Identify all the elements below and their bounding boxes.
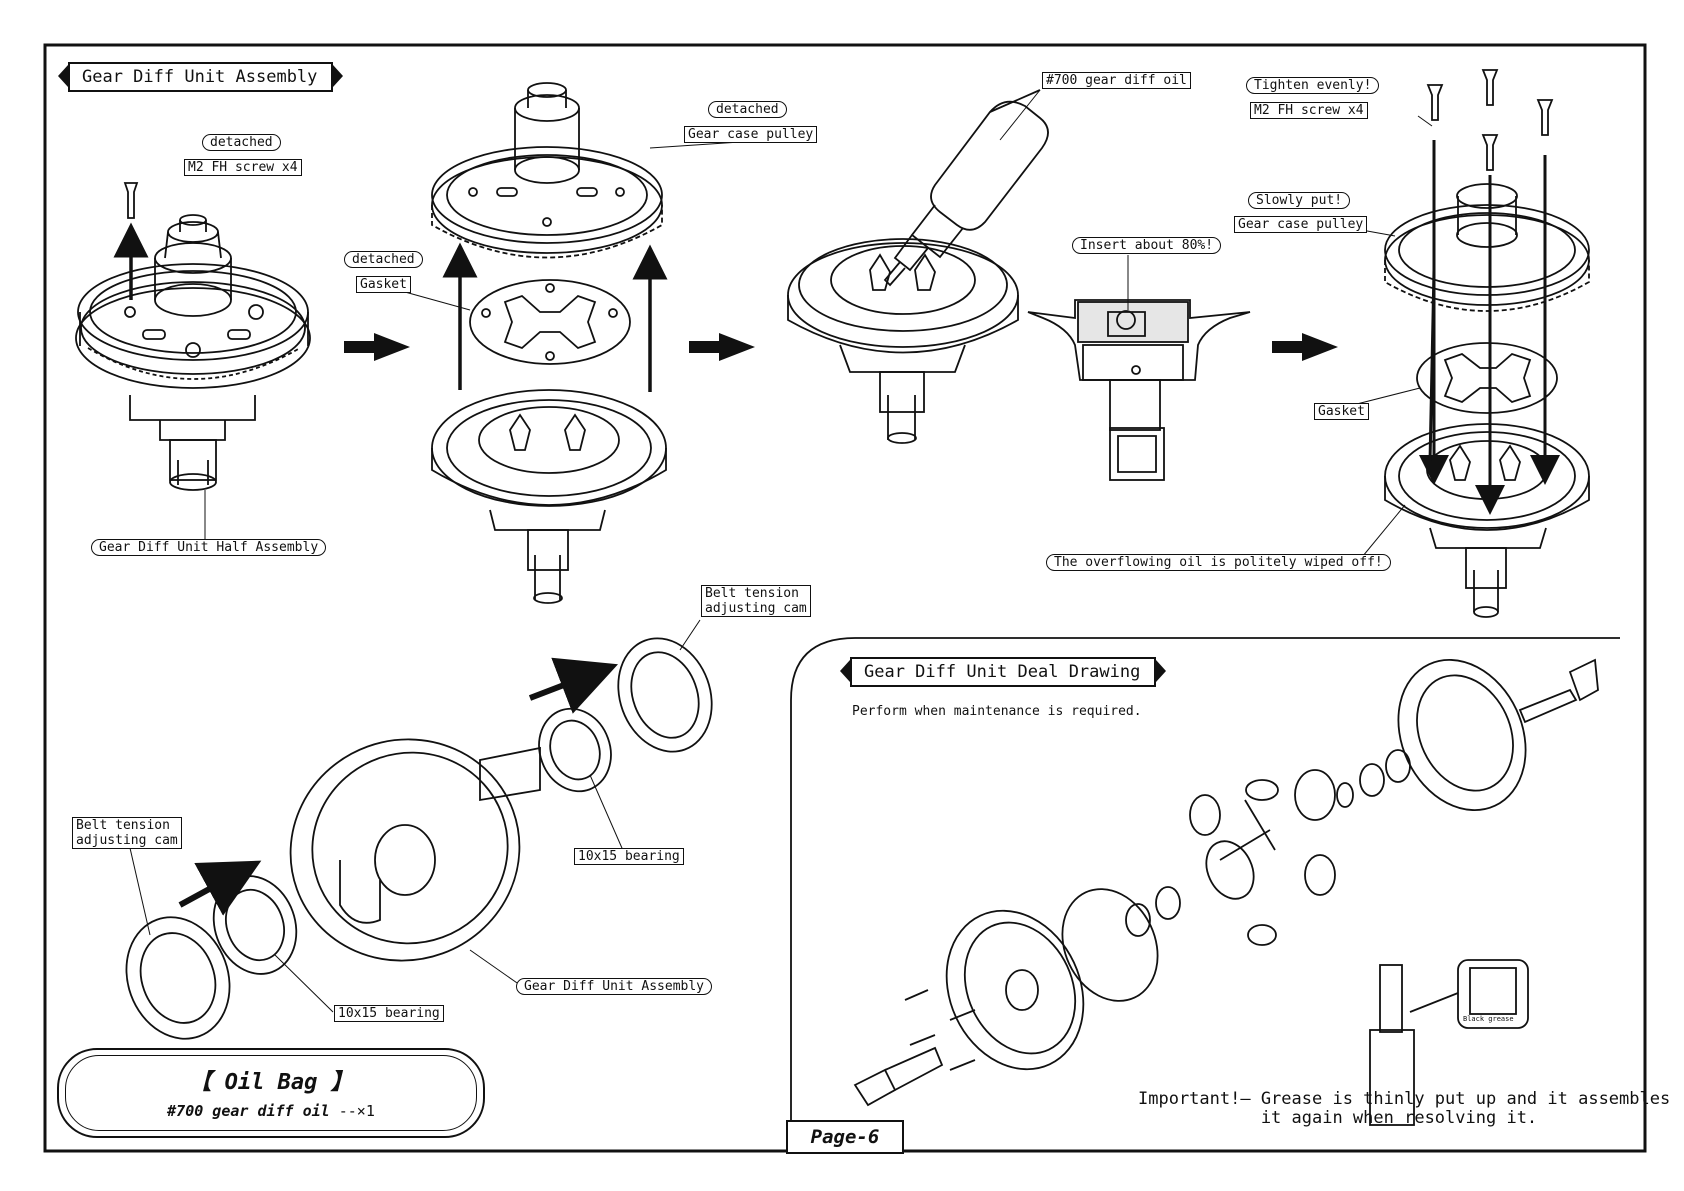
detached-label: detached: [344, 251, 423, 268]
slowly-note: Slowly put!: [1248, 192, 1351, 209]
bearing-label: 10x15 bearing: [334, 1005, 444, 1022]
screw-label: M2 FH screw x4: [1250, 102, 1368, 119]
gear-case-pulley-label: Gear case pulley: [1234, 216, 1368, 233]
screw-label: M2 FH screw x4: [184, 159, 302, 176]
oil-bag-item: #700 gear diff oil --×1: [59, 1102, 483, 1120]
bearing-exploded-drawing: [125, 637, 713, 1040]
exploded-pulley-drawing: [431, 82, 668, 604]
oil-label: #700 gear diff oil: [1042, 72, 1191, 89]
final-assembly-drawing: [1384, 69, 1590, 618]
deal-drawing-section-title: Gear Diff Unit Deal Drawing: [839, 657, 1167, 687]
bearing-label: 10x15 bearing: [574, 848, 684, 865]
important-note: Important!— Grease is thinly put up and …: [1138, 1089, 1671, 1128]
detached-label: detached: [202, 134, 281, 151]
leader-line: [129, 89, 1433, 1013]
page-number: Page-6: [786, 1120, 904, 1154]
cross-section-drawing: [1027, 299, 1251, 481]
cam-label: Belt tension adjusting cam: [72, 817, 182, 849]
tighten-note: Tighten evenly!: [1246, 77, 1380, 94]
oil-pour-drawing: [787, 89, 1049, 444]
step-arrow: [344, 333, 1338, 361]
oil-bag-inner-border: [65, 1055, 477, 1131]
oil-bag-item-name: #700 gear diff oil: [167, 1102, 330, 1120]
cam-label: Belt tension adjusting cam: [701, 585, 811, 617]
detached-label: detached: [708, 101, 787, 118]
insert-note: Insert about 80%!: [1072, 237, 1222, 254]
oil-bag-quantity: --×1: [329, 1102, 375, 1120]
gasket-label: Gasket: [1314, 403, 1369, 420]
exploded-parts-drawing: [853, 658, 1599, 1126]
half-assembly-label: Gear Diff Unit Half Assembly: [91, 539, 327, 556]
page-frame: [43, 43, 1647, 1153]
half-assembly-drawing: [75, 182, 311, 491]
oil-bag-title: 【 Oil Bag 】: [189, 1070, 353, 1095]
maintenance-note: Perform when maintenance is required.: [852, 704, 1142, 719]
gear-case-pulley-label: Gear case pulley: [684, 126, 818, 143]
unit-label: Gear Diff Unit Assembly: [516, 978, 713, 995]
deal-drawing-frame: [790, 637, 1620, 1136]
oil-bag-box: 【 Oil Bag 】 #700 gear diff oil --×1: [57, 1048, 485, 1138]
assembly-section-title: Gear Diff Unit Assembly: [57, 62, 344, 92]
overflow-note: The overflowing oil is politely wiped of…: [1046, 554, 1391, 571]
gasket-label: Gasket: [356, 276, 411, 293]
grease-label: Black grease: [1463, 1015, 1514, 1023]
